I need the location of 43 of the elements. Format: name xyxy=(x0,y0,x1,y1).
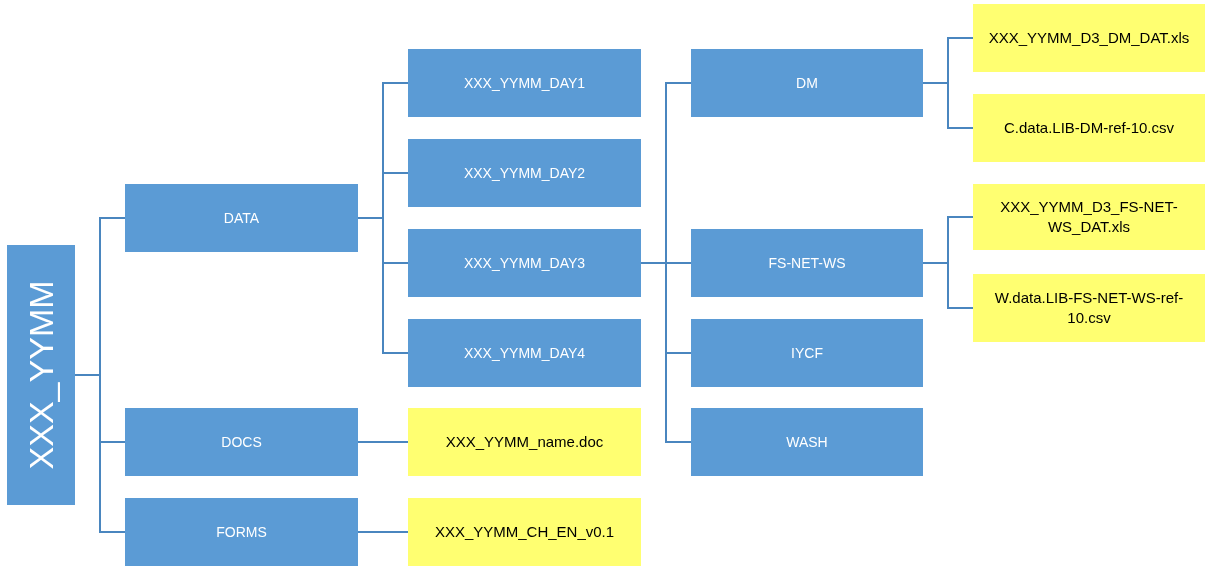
file-name: XXX_YYMM_D3_FS-NET-WS_DAT.xls xyxy=(999,196,1179,237)
folder-label: XXX_YYMM_DAY2 xyxy=(463,163,586,183)
folder-label: FORMS xyxy=(216,522,267,542)
folder-box xyxy=(408,229,641,297)
folder-box xyxy=(691,408,923,476)
connector-line xyxy=(922,262,974,309)
folder-label: XXX_YYMM_DAY4 xyxy=(463,343,586,363)
folder-label: XXX_YYMM xyxy=(20,280,61,470)
folder-box xyxy=(408,319,641,387)
file-name: C.data.LIB-DM-ref-10.csv xyxy=(1003,117,1174,138)
file-box xyxy=(973,274,1205,342)
file-name: XXX_YYMM_name.doc xyxy=(445,431,604,452)
file-box xyxy=(973,184,1205,250)
folder-label: FS-NET-WS xyxy=(768,253,846,273)
folder-label: IYCF xyxy=(791,343,823,363)
connector-line xyxy=(922,82,974,129)
folder-label: DOCS xyxy=(221,432,262,452)
folder-box xyxy=(408,139,641,207)
folder-box xyxy=(408,49,641,117)
folder-box xyxy=(691,319,923,387)
folder-label: DATA xyxy=(223,208,260,228)
connector-line xyxy=(357,217,409,354)
file-name: W.data.LIB-FS-NET-WS-ref-10.csv xyxy=(993,287,1185,328)
connector-line xyxy=(640,262,692,443)
folder-label: WASH xyxy=(786,432,828,452)
file-box xyxy=(408,408,641,476)
connector-line xyxy=(357,531,409,533)
folder-box xyxy=(691,49,923,117)
connector-line xyxy=(357,441,409,443)
file-name: XXX_YYMM_D3_DM_DAT.xls xyxy=(988,27,1190,48)
file-box xyxy=(973,94,1205,162)
folder-label: DM xyxy=(796,73,818,93)
folder-box xyxy=(125,184,358,252)
folder-label: XXX_YYMM_DAY3 xyxy=(463,253,586,273)
file-name: XXX_YYMM_CH_EN_v0.1 xyxy=(434,521,615,542)
folder-box xyxy=(691,229,923,297)
folder-box xyxy=(125,408,358,476)
folder-label: XXX_YYMM_DAY1 xyxy=(463,73,586,93)
file-box xyxy=(973,4,1205,72)
folder-box xyxy=(7,245,75,505)
file-box xyxy=(408,498,641,566)
folder-box xyxy=(125,498,358,566)
connector-line xyxy=(74,374,126,533)
